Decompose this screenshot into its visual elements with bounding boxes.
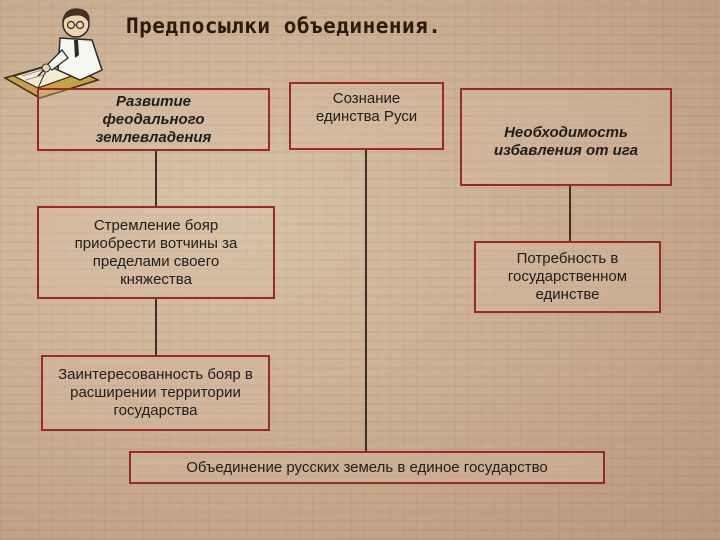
page-title: Предпосылки объединения.: [126, 14, 442, 38]
connector-votchiny-to-territory: [155, 298, 157, 356]
box-rus-unity-consciousness: Сознание единства Руси: [289, 82, 444, 150]
box-yoke-liberation-label: Необходимость избавления от ига: [494, 124, 638, 159]
box-yoke-liberation: Необходимость избавления от ига: [460, 88, 672, 186]
writing-clerk-icon: [3, 8, 103, 99]
box-feudal-landownership: Развитие феодального землевладения: [37, 88, 270, 151]
box-state-unity-need-label: Потребность в государственном единстве: [507, 250, 628, 303]
box-unification-result: Объединение русских земель в единое госу…: [129, 451, 605, 484]
connector-yoke-to-unity: [569, 185, 571, 242]
box-feudal-landownership-label: Развитие феодального землевладения: [95, 92, 212, 146]
box-unification-result-label: Объединение русских земель в единое госу…: [186, 458, 548, 476]
box-boyars-territory-label: Заинтересованность бояр в расширении тер…: [58, 366, 253, 419]
box-rus-unity-consciousness-label: Сознание единства Руси: [315, 90, 418, 125]
connector-consciousness-to-result: [365, 150, 367, 452]
box-boyars-votchiny: Стремление бояр приобрести вотчины за пр…: [37, 206, 275, 299]
connector-feudal-to-votchiny: [155, 150, 157, 207]
box-state-unity-need: Потребность в государственном единстве: [474, 241, 661, 313]
box-boyars-territory: Заинтересованность бояр в расширении тер…: [41, 355, 270, 431]
box-boyars-votchiny-label: Стремление бояр приобрести вотчины за пр…: [74, 216, 238, 288]
